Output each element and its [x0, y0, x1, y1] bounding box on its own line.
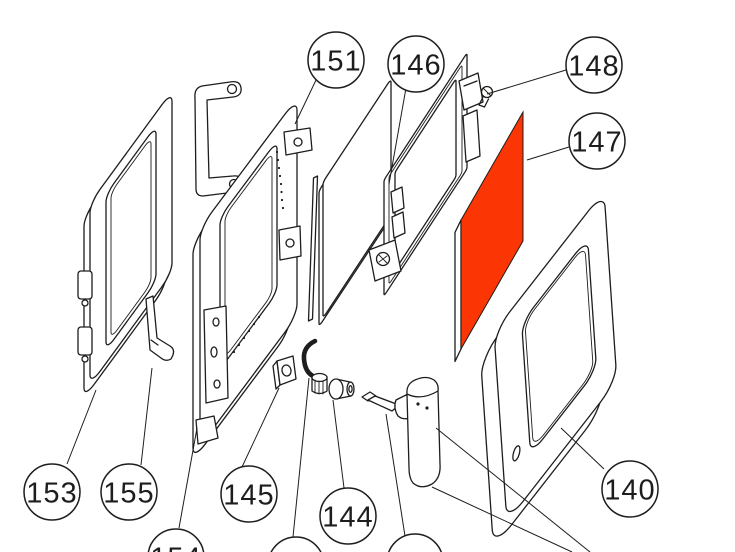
callout-153-leader: [66, 389, 97, 465]
corner-tab: [463, 110, 480, 162]
callout-144-leader: [332, 399, 345, 489]
callout-154-label: 154: [150, 542, 201, 552]
callout-155-circle: [100, 463, 158, 521]
door-brackets: [196, 128, 312, 444]
hinge-strap: [195, 82, 243, 196]
callout-148-leader: [486, 69, 567, 95]
callout-147-leader: [526, 146, 570, 161]
callout-unlabeled-circle: [270, 536, 322, 552]
hinge-lugs: [78, 271, 92, 362]
handle-hole: [512, 443, 520, 464]
drawing-group: [78, 53, 617, 548]
callout-142-label: 142: [389, 547, 440, 552]
inner-door-frame: [78, 91, 172, 398]
leader-line: [435, 427, 591, 552]
callout-154-leader: [178, 427, 198, 529]
callout-145-leader: [241, 387, 280, 468]
callout-140-label: 140: [604, 474, 655, 506]
knurled-nut: [312, 374, 327, 395]
ceramic-glass-pane: [455, 112, 523, 361]
callout-146-circle: [387, 35, 445, 93]
callout-154-circle: [147, 528, 205, 552]
screw-boss: [369, 240, 401, 281]
callout-142-leader: [385, 413, 406, 537]
callout-151-label: 151: [310, 45, 361, 77]
callout-140-leader: [560, 427, 605, 470]
callout-151-leader: [294, 77, 318, 125]
glass-clip: [392, 212, 405, 238]
callout-148-label: 148: [568, 50, 619, 82]
callout-144-circle: [319, 487, 377, 545]
callout-145-circle: [220, 465, 278, 523]
glass-retainer-frame: [369, 53, 493, 296]
corner-bracket: [459, 73, 483, 110]
latch-piece: [146, 296, 174, 360]
callout-148-circle: [565, 36, 623, 94]
handle-shaft: [362, 392, 414, 419]
inner-glass-panel: [319, 79, 391, 327]
handle-grip: [407, 378, 440, 487]
callout-155-leader: [140, 367, 153, 466]
outer-door-frame: [480, 191, 617, 548]
seal-rod: [309, 176, 318, 321]
middle-door-frame: [193, 98, 312, 460]
callout-151-circle: [307, 31, 365, 89]
callout-153-label: 153: [26, 477, 77, 509]
flange-nut: [329, 379, 354, 399]
glass-clip: [391, 187, 404, 213]
callout-153-circle: [23, 463, 81, 521]
callout-146-leader: [388, 87, 407, 185]
callouts-group: 151 146 148 147 140 153 155 154 145 144 142: [23, 31, 659, 552]
square-nut: [273, 356, 296, 389]
callout-147-circle: [568, 112, 626, 170]
callout-142-circle: [388, 533, 442, 552]
callout-144-label: 144: [322, 501, 373, 533]
leader-line: [431, 486, 573, 552]
callout-145-label: 145: [223, 479, 274, 511]
callout-146-label: 146: [390, 49, 441, 81]
callout-unlabeled-leader: [292, 377, 310, 538]
rivet-holes: [232, 150, 285, 354]
callout-147-label: 147: [571, 126, 622, 158]
callout-140-circle: [601, 460, 659, 518]
callout-155-label: 155: [103, 477, 154, 509]
circlip: [301, 338, 318, 379]
